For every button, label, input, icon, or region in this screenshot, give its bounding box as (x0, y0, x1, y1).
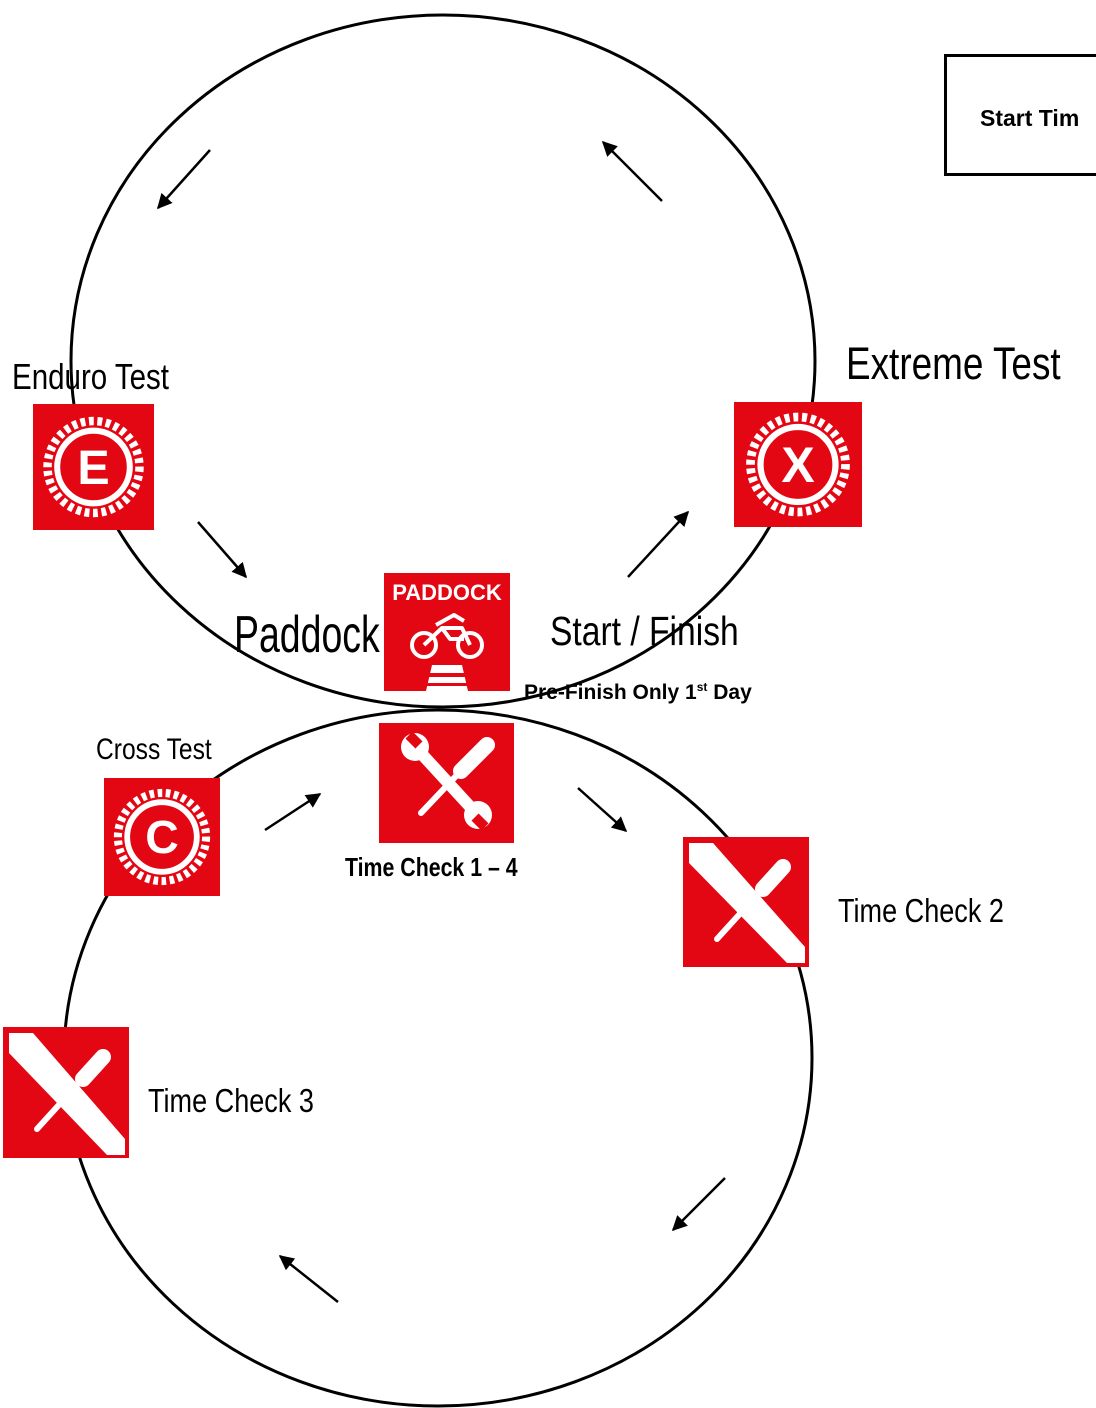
pre-finish-tail: Day (707, 681, 752, 704)
paddock-icon-text: PADDOCK (392, 580, 502, 605)
direction-arrow (278, 1255, 339, 1303)
time-check-2-icon (683, 837, 809, 967)
cross-letter: C (145, 811, 179, 863)
wrench-screwdriver-icon (379, 723, 514, 843)
enduro-test-icon: E (33, 404, 154, 530)
cross-test-icon: C (104, 778, 220, 896)
time-check-3-icon (3, 1027, 129, 1158)
direction-arrow (197, 521, 247, 579)
direction-arrow (577, 787, 628, 833)
pre-finish-label: Pre-Finish Only 1st Day (524, 680, 752, 705)
start-time-box: Start Tim (944, 54, 1096, 176)
time-check-1-4-label: Time Check 1 – 4 (345, 852, 518, 882)
pre-finish-text: Pre-Finish Only 1 (524, 681, 697, 704)
direction-arrow (156, 149, 211, 210)
paddock-label: Paddock (234, 606, 380, 664)
extreme-letter: X (781, 437, 814, 493)
paddock-icon: PADDOCK (384, 573, 510, 691)
enduro-test-label: Enduro Test (12, 356, 170, 397)
cross-test-label: Cross Test (96, 733, 212, 766)
start-finish-label: Start / Finish (550, 608, 739, 654)
pre-finish-sup: st (696, 680, 708, 694)
time-check-3-label: Time Check 3 (148, 1082, 314, 1119)
start-time-label: Start Tim (980, 105, 1080, 131)
direction-arrow (601, 140, 663, 202)
time-check-2-label: Time Check 2 (838, 892, 1004, 929)
direction-arrow (671, 1177, 726, 1232)
upper-loop (69, 13, 817, 709)
enduro-letter: E (77, 441, 109, 495)
direction-arrow (264, 792, 322, 832)
direction-arrow (627, 510, 690, 578)
extreme-test-icon: X (734, 402, 862, 527)
extreme-test-label: Extreme Test (846, 338, 1061, 389)
